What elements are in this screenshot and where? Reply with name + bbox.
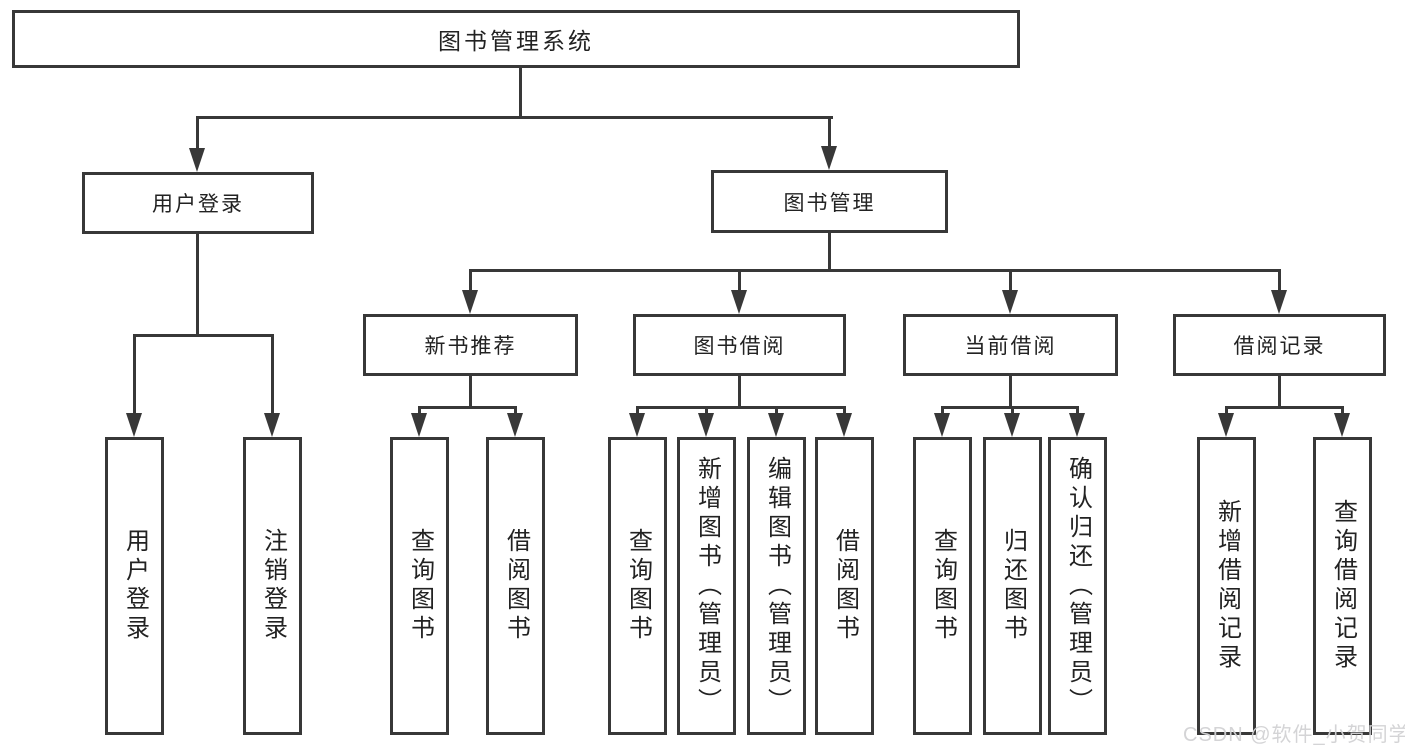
arrow-down-icon [629,413,645,437]
connector-current-borrow-branch [941,406,1079,409]
arrow-down-icon [264,413,280,437]
arrow-down-icon [698,413,714,437]
connector-book-management-branch [469,269,1281,272]
connector-book-management-stem [828,232,831,272]
connector-root-stem [519,68,522,119]
connector-leaf [705,406,708,416]
arrow-down-icon [934,413,950,437]
arrow-down-icon [821,146,837,170]
connector-user-login-stem [196,233,199,337]
connector-leaf [1011,406,1014,416]
leaf-query-books-current: 查询图书 [913,437,972,735]
leaf-logout: 注销登录 [243,437,302,735]
csdn-watermark: CSDN @软件_小贺同学 [1183,724,1405,746]
connector-to-current-borrow [1009,269,1012,293]
connector-leaf [1225,406,1228,416]
connector-book-borrow-stem [738,375,741,408]
connector-leaf [514,406,517,416]
arrow-down-icon [507,413,523,437]
node-user-login: 用户登录 [82,172,314,234]
arrow-down-icon [836,413,852,437]
leaf-borrow-books-recommend: 借阅图书 [486,437,545,735]
leaf-query-books-borrow: 查询图书 [608,437,667,735]
connector-user-login-branch [133,334,274,337]
leaf-query-borrow-record: 查询借阅记录 [1313,437,1372,735]
connector-to-logout-leaf [271,334,274,416]
node-borrow-records: 借阅记录 [1173,314,1386,376]
arrow-down-icon [1334,413,1350,437]
arrow-down-icon [731,290,747,314]
connector-current-borrow-stem [1009,375,1012,408]
connector-root-branch [196,116,833,119]
leaf-query-books-recommend: 查询图书 [390,437,449,735]
connector-leaf [775,406,778,416]
leaf-add-borrow-record: 新增借阅记录 [1197,437,1256,735]
connector-leaf [418,406,421,416]
connector-leaf [1341,406,1344,416]
node-book-borrow: 图书借阅 [633,314,846,376]
arrow-down-icon [126,413,142,437]
connector-borrow-records-branch [1225,406,1344,409]
node-book-management: 图书管理 [711,170,948,233]
connector-borrow-records-stem [1278,375,1281,408]
connector-leaf [843,406,846,416]
connector-to-user-login [196,116,199,150]
node-current-borrow: 当前借阅 [903,314,1118,376]
connector-new-book-branch [418,406,517,409]
connector-leaf [941,406,944,416]
arrow-down-icon [1271,290,1287,314]
leaf-confirm-return-admin: 确认归还（管理员） [1048,437,1107,735]
connector-book-borrow-branch [636,406,846,409]
arrow-down-icon [768,413,784,437]
leaf-borrow-books: 借阅图书 [815,437,874,735]
connector-leaf [1076,406,1079,416]
leaf-user-login: 用户登录 [105,437,164,735]
connector-leaf [636,406,639,416]
node-library-management-system: 图书管理系统 [12,10,1020,68]
arrow-down-icon [1004,413,1020,437]
arrow-down-icon [1218,413,1234,437]
leaf-add-books-admin: 新增图书（管理员） [677,437,736,735]
leaf-edit-books-admin: 编辑图书（管理员） [747,437,806,735]
arrow-down-icon [411,413,427,437]
arrow-down-icon [1002,290,1018,314]
node-new-book-recommend: 新书推荐 [363,314,578,376]
leaf-return-books: 归还图书 [983,437,1042,735]
connector-to-book-borrow [738,269,741,293]
connector-new-book-stem [469,375,472,408]
arrow-down-icon [462,290,478,314]
connector-to-user-login-leaf [133,334,136,416]
connector-to-new-book [469,269,472,293]
connector-to-book-management [828,116,831,148]
connector-to-borrow-records [1278,269,1281,293]
arrow-down-icon [1069,413,1085,437]
arrow-down-icon [189,148,205,172]
